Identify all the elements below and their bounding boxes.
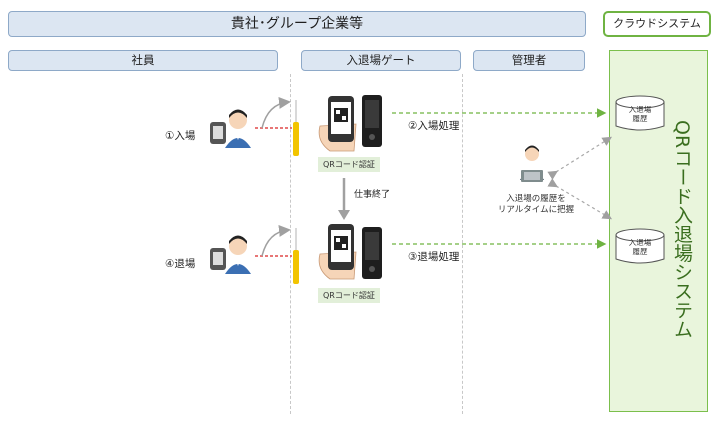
history-db-bottom-label: 入退場 履歴 (628, 238, 652, 256)
column-header-staff: 社員 (8, 50, 278, 71)
entry-process-label: ②入場処理 (408, 120, 460, 132)
admin-to-db-top-arrow (547, 136, 613, 180)
qr-phone-entry (318, 96, 357, 152)
work-end-arrow-head (338, 210, 350, 220)
column-divider-1 (290, 74, 291, 414)
step-entry-label: ①入場 (165, 130, 196, 142)
employee-icon-exit (210, 235, 251, 274)
exit-process-label: ③退場処理 (408, 251, 460, 263)
qr-phone-exit (318, 224, 357, 280)
gate-entry (255, 96, 299, 156)
admin-icon (520, 145, 544, 182)
admin-caption: 入退場の履歴を リアルタイムに把握 (488, 194, 584, 216)
column-header-gate: 入退場ゲート (301, 50, 461, 71)
step-exit-label: ④退場 (165, 258, 196, 270)
admin-caption-line-1: 入退場の履歴を (506, 194, 566, 204)
qr-reader-entry (362, 95, 382, 147)
admin-to-db-bottom-arrow (547, 178, 613, 220)
qr-auth-entry-tag: QRコード認証 (318, 157, 380, 172)
qr-auth-exit-tag: QRコード認証 (318, 288, 380, 303)
history-db-top-icon (615, 95, 665, 131)
history-db-top-label: 入退場 履歴 (628, 105, 652, 123)
work-end-label: 仕事終了 (354, 190, 391, 200)
qr-system-title: QRコード入退場システム (671, 120, 693, 339)
column-header-admin: 管理者 (473, 50, 585, 71)
organization-header: 貴社･グループ企業等 (8, 11, 586, 37)
history-db-top: 入退場 履歴 (616, 96, 664, 128)
employee-icon-entry (210, 109, 251, 148)
history-db-bottom-icon (615, 228, 665, 264)
qr-reader-exit (362, 227, 382, 279)
gate-exit (255, 224, 299, 284)
history-db-bottom: 入退場 履歴 (616, 229, 664, 261)
admin-caption-line-2: リアルタイムに把握 (497, 205, 575, 215)
cloud-system-header: クラウドシステム (603, 11, 711, 37)
